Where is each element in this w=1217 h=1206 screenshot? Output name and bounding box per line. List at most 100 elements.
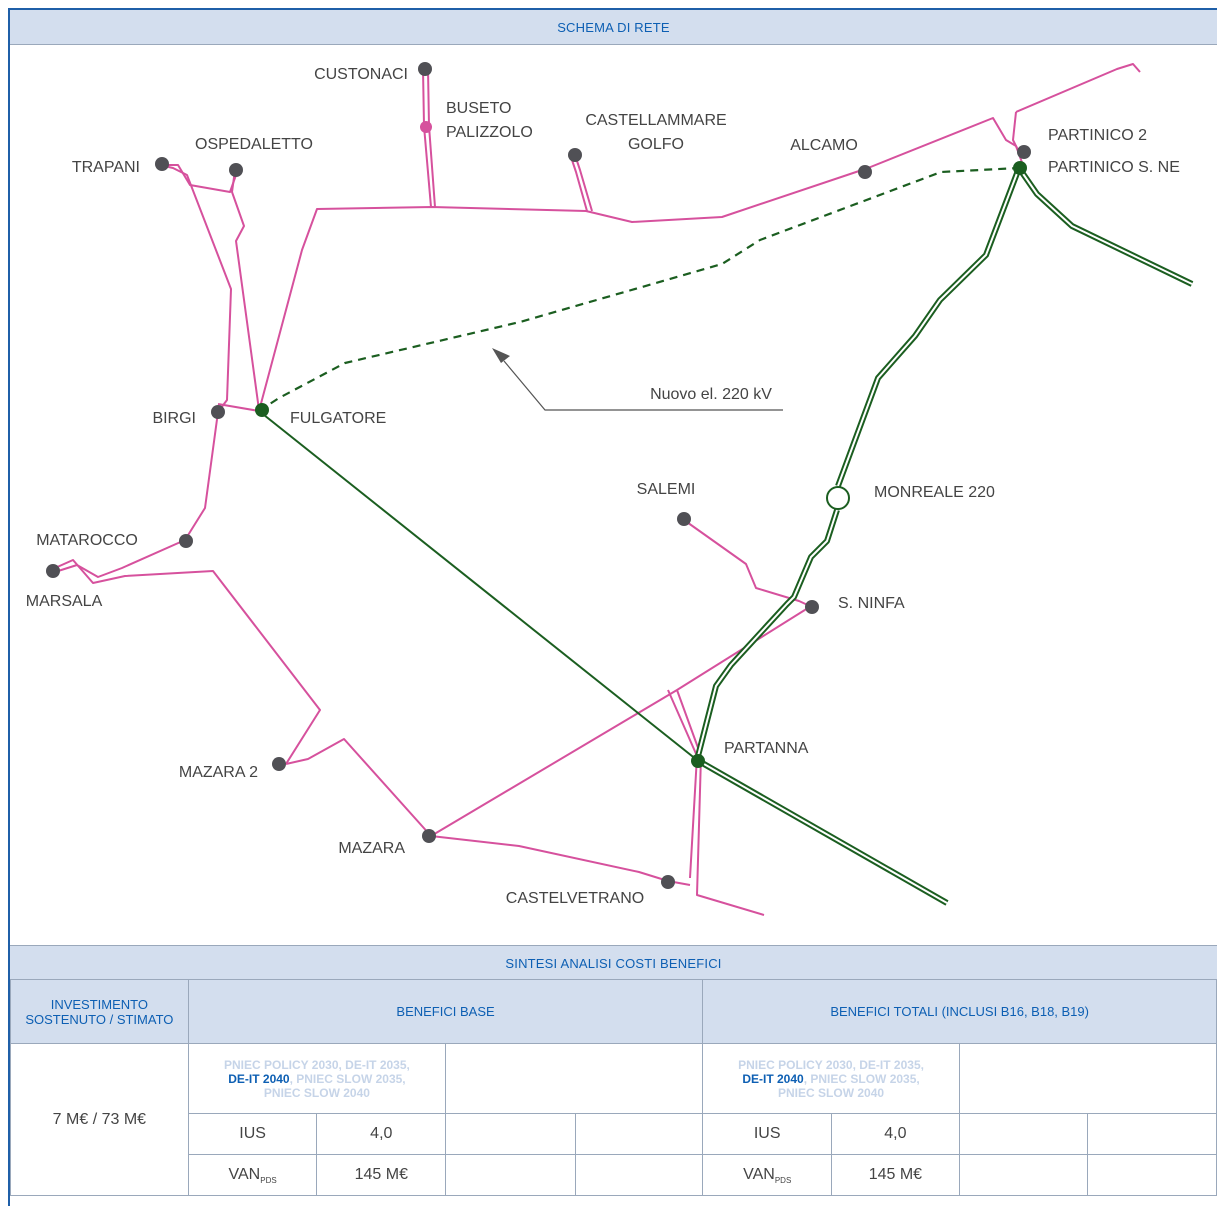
node-salemi [677, 512, 691, 526]
base-empty-cell [445, 1043, 704, 1114]
analysis-header: SINTESI ANALISI COSTI BENEFICI [10, 945, 1217, 981]
label-castellammare-1: CASTELLAMMARE [585, 112, 726, 129]
line-ospedaletto-fulgatore [231, 169, 260, 411]
label-partanna: PARTANNA [724, 740, 809, 757]
label-mazara2: MAZARA 2 [179, 764, 258, 781]
node-sninfa [805, 600, 819, 614]
node-partinico-sne [1013, 161, 1027, 175]
total-ius-value: 4,0 [831, 1113, 960, 1155]
total-ius-label: IUS [702, 1113, 833, 1155]
node-fulgatore [255, 403, 269, 417]
active-scenario: DE-IT 2040 [228, 1071, 290, 1086]
total-empty-cell [958, 1043, 1217, 1114]
label-castellammare-2: GOLFO [628, 136, 684, 153]
base-van-value: 145 M€ [316, 1154, 447, 1196]
label-buseto-1: BUSETO [446, 100, 512, 117]
empty-cell [445, 1113, 576, 1155]
line-monreale-partinico [835, 166, 1022, 488]
analysis-title: SINTESI ANALISI COSTI BENEFICI [505, 955, 722, 971]
nodes [46, 62, 1031, 889]
node-labels: CUSTONACI BUSETO PALIZZOLO CASTELLAMMARE… [26, 66, 1180, 907]
node-partanna [691, 754, 705, 768]
node-monreale-220 [826, 486, 850, 510]
network-map: Nuovo el. 220 kV CUSTONACI BUSETO PALIZZ… [26, 62, 1194, 916]
lines-150kv [54, 63, 1141, 916]
label-fulgatore: FULGATORE [290, 410, 386, 427]
node-buseto [420, 121, 432, 133]
label-mazara: MAZARA [338, 840, 405, 857]
annotation-label: Nuovo el. 220 kV [650, 386, 772, 403]
base-scenarios: PNIEC POLICY 2030, DE-IT 2035, DE-IT 204… [187, 1043, 447, 1114]
label-ospedaletto: OSPEDALETTO [195, 136, 313, 153]
line-partanna-castelvetrano-a [667, 689, 698, 879]
line-partinico-east [1016, 166, 1194, 287]
label-alcamo: ALCAMO [790, 137, 858, 154]
empty-cell [574, 1113, 704, 1155]
lines-220kv [258, 166, 1194, 906]
label-birgi: BIRGI [152, 410, 196, 427]
label-sninfa: S. NINFA [838, 595, 905, 612]
line-salemi-sninfa [683, 519, 813, 608]
node-marsala [46, 564, 60, 578]
node-birgi [211, 405, 225, 419]
label-custonaci: CUSTONACI [314, 66, 408, 83]
active-scenario: DE-IT 2040 [742, 1071, 804, 1086]
node-partinico2 [1017, 145, 1031, 159]
line-birgi-fulgatore [217, 403, 260, 412]
empty-cell [574, 1154, 704, 1196]
line-fulgatore-partanna [258, 410, 698, 761]
label-monreale: MONREALE 220 [874, 484, 995, 501]
annotation-arrow [492, 348, 783, 411]
network-schema-title: SCHEMA DI RETE [557, 19, 670, 35]
total-van-value: 145 M€ [831, 1154, 960, 1196]
label-marsala: MARSALA [26, 593, 103, 610]
line-partanna-castelvetrano-b [676, 689, 765, 916]
node-castelvetrano [661, 875, 675, 889]
page-frame [8, 8, 1217, 1206]
node-custonaci [418, 62, 432, 76]
empty-cell [445, 1154, 576, 1196]
line-mazara2-mazara [285, 738, 432, 837]
line-castellammare-b [570, 156, 588, 212]
label-buseto-2: PALIZZOLO [446, 124, 533, 141]
line-castellammare-a [574, 154, 593, 212]
new-220kv-line [258, 166, 1020, 412]
base-ius-value: 4,0 [316, 1113, 447, 1155]
total-scenarios: PNIEC POLICY 2030, DE-IT 2035, DE-IT 204… [702, 1043, 960, 1114]
base-van-label: VANPDS [187, 1154, 318, 1196]
line-partinico-north [1015, 63, 1141, 113]
label-matarocco: MATAROCCO [36, 532, 138, 549]
double-lines-220kv-outer [694, 166, 1194, 906]
empty-cell [1087, 1154, 1217, 1196]
line-trapani-birgi [159, 164, 232, 413]
label-partinico-sne: PARTINICO S. NE [1048, 159, 1180, 176]
network-schema-header: SCHEMA DI RETE [10, 10, 1217, 45]
line-marsala-mazara2 [54, 559, 321, 765]
node-mazara2 [272, 757, 286, 771]
line-mazara-castelvetrano [430, 835, 691, 886]
line-partinico-north-link [1012, 111, 1019, 151]
label-trapani: TRAPANI [72, 159, 140, 176]
label-partinico2: PARTINICO 2 [1048, 127, 1147, 144]
total-van-label: VANPDS [702, 1154, 833, 1196]
node-mazara [422, 829, 436, 843]
empty-cell [958, 1113, 1089, 1155]
empty-cell [958, 1154, 1089, 1196]
line-trapani-ospedaletto [160, 164, 237, 193]
total-benefits-header: BENEFICI TOTALI (INCLUSI B16, B18, B19) [702, 979, 1217, 1044]
label-salemi: SALEMI [637, 481, 696, 498]
node-ospedaletto [229, 163, 243, 177]
empty-cell [1087, 1113, 1217, 1155]
double-lines-220kv-inner [696, 167, 1193, 904]
investment-value: 7 M€ / 73 M€ [10, 1043, 189, 1196]
node-matarocco [179, 534, 193, 548]
line-birgi-marsala [54, 411, 219, 578]
base-ius-label: IUS [187, 1113, 318, 1155]
label-castelvetrano: CASTELVETRANO [506, 890, 644, 907]
line-partanna-monreale [694, 509, 840, 761]
node-alcamo [858, 165, 872, 179]
node-trapani [155, 157, 169, 171]
node-castellammare [568, 148, 582, 162]
